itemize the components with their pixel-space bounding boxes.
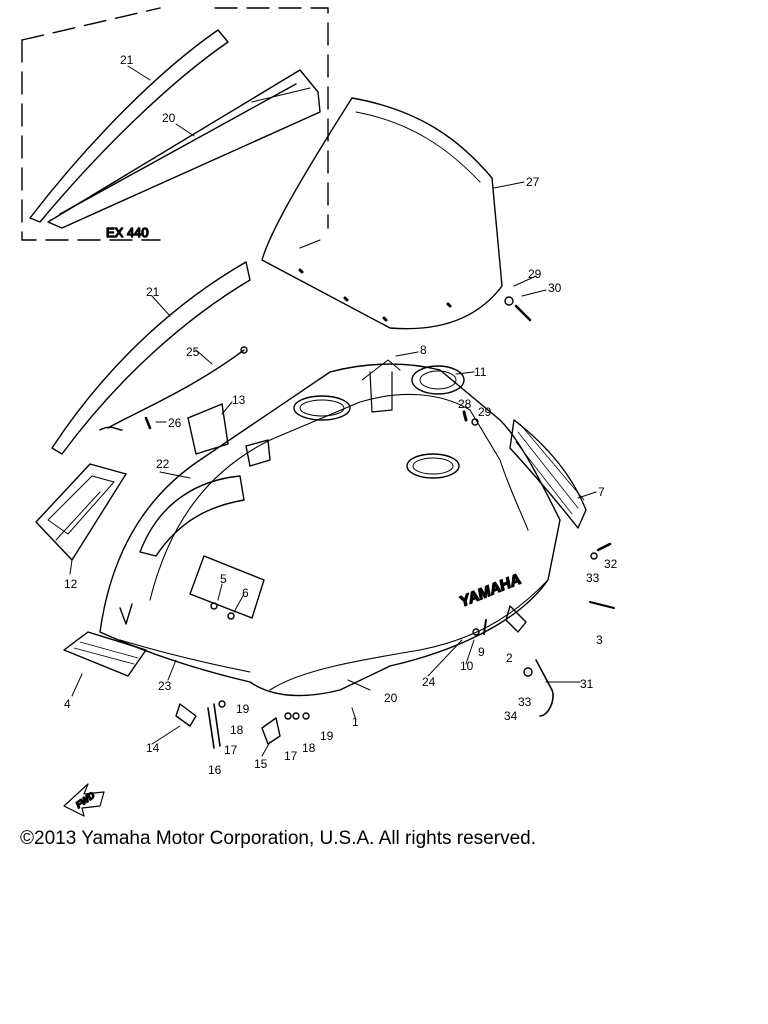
callout-33b: 33	[518, 695, 532, 709]
callout-23: 23	[158, 679, 172, 693]
callout-1: 1	[352, 715, 359, 729]
forward-arrow-icon	[63, 783, 105, 817]
bolt-hardware	[504, 296, 532, 322]
small-hardware	[119, 410, 615, 749]
brand-text: YAMAHA	[457, 571, 523, 611]
callout-26: 26	[168, 416, 182, 430]
callout-20b: 20	[384, 691, 398, 705]
model-label: EX 440	[106, 225, 149, 240]
callout-29a: 29	[528, 267, 542, 281]
callout-14: 14	[146, 741, 160, 755]
callout-25: 25	[186, 345, 200, 359]
parts-exploded-diagram: EX 440 YAMAHA FWD 1 2 3 4 5 6 7 8 9 10 1…	[21, 7, 618, 817]
callout-12: 12	[64, 577, 78, 591]
callout-21a: 21	[120, 53, 134, 67]
callout-30: 30	[548, 281, 562, 295]
callout-29b: 29	[478, 405, 492, 419]
callout-10: 10	[460, 659, 474, 673]
callout-34: 34	[504, 709, 518, 723]
callout-15: 15	[254, 757, 268, 771]
round-grill	[411, 365, 465, 395]
access-panel	[189, 555, 265, 620]
cable-assembly	[99, 346, 248, 431]
hood-shell	[99, 359, 561, 697]
callout-19b: 19	[320, 729, 334, 743]
stripe-decal-20-inset	[47, 69, 321, 229]
callout-3: 3	[596, 633, 603, 647]
callout-5: 5	[220, 572, 227, 586]
callout-31: 31	[580, 677, 594, 691]
copyright-notice: ©2013 Yamaha Motor Corporation, U.S.A. A…	[20, 828, 536, 849]
window-opening	[139, 439, 271, 557]
callout-33a: 33	[586, 571, 600, 585]
callout-7: 7	[598, 485, 605, 499]
callout-2: 2	[506, 651, 513, 665]
callout-18a: 18	[230, 723, 244, 737]
callout-27: 27	[526, 175, 540, 189]
callout-19a: 19	[236, 702, 250, 716]
callout-labels: 1 2 3 4 5 6 7 8 9 10 11 12 13 14 15 16 1…	[64, 53, 618, 777]
callout-9: 9	[478, 645, 485, 659]
callout-20a: 20	[162, 111, 176, 125]
callout-17a: 17	[224, 743, 238, 757]
vent-louvre	[35, 463, 127, 561]
stripe-decal-21	[51, 261, 251, 455]
front-grille	[63, 631, 147, 677]
callout-21b: 21	[146, 285, 160, 299]
side-vent	[509, 419, 587, 529]
callout-32: 32	[604, 557, 618, 571]
stripe-decal-21-inset	[29, 29, 229, 223]
cover-plate	[187, 403, 229, 455]
callout-18b: 18	[302, 741, 316, 755]
inset-frame	[21, 7, 329, 241]
callout-24: 24	[422, 675, 436, 689]
callout-11: 11	[474, 365, 487, 379]
leader-lines	[69, 65, 597, 757]
windshield	[261, 97, 503, 330]
callout-22: 22	[156, 457, 170, 471]
callout-4: 4	[64, 697, 71, 711]
callout-13: 13	[232, 393, 246, 407]
callout-17b: 17	[284, 749, 298, 763]
callout-28: 28	[458, 397, 472, 411]
callout-8: 8	[420, 343, 427, 357]
callout-6: 6	[242, 586, 249, 600]
callout-16: 16	[208, 763, 222, 777]
